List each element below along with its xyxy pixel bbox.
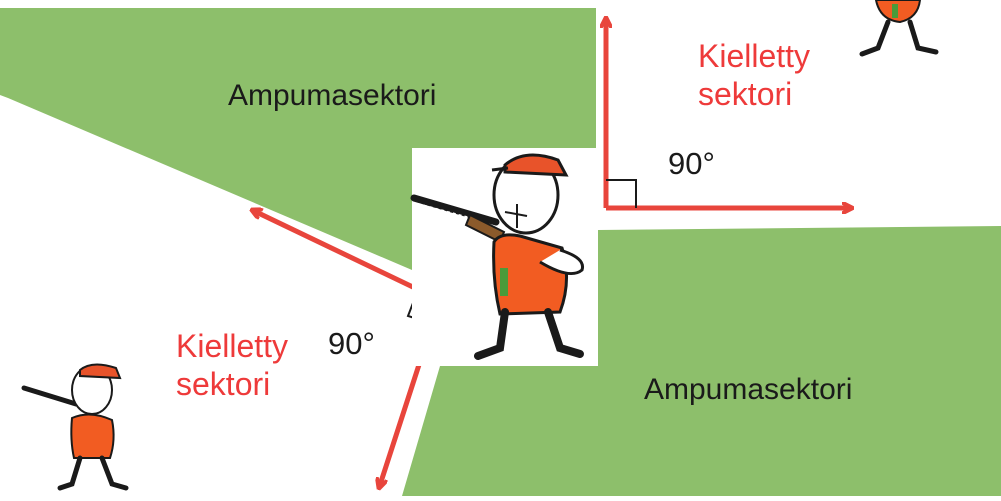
right-forbidden-sector-label: Kielletty sektori — [698, 38, 811, 112]
hunter-with-rifle-icon — [21, 363, 129, 491]
top-right-boundary-arrows — [606, 18, 852, 208]
right-angle-marker — [606, 179, 637, 208]
left-angle-label: 90° — [328, 326, 375, 361]
left-forbidden-sector-label: Kielletty sektori — [176, 328, 289, 402]
right-angle-label: 90° — [668, 146, 715, 181]
bottom-shooting-sector — [402, 226, 1001, 496]
top-sector-label: Ampumasektori — [228, 79, 437, 112]
hunter-with-rifle-icon — [859, 0, 939, 57]
hunter-with-rifle-icon — [410, 153, 585, 360]
bottom-sector-label: Ampumasektori — [644, 373, 853, 406]
top-shooting-sector — [0, 8, 596, 270]
